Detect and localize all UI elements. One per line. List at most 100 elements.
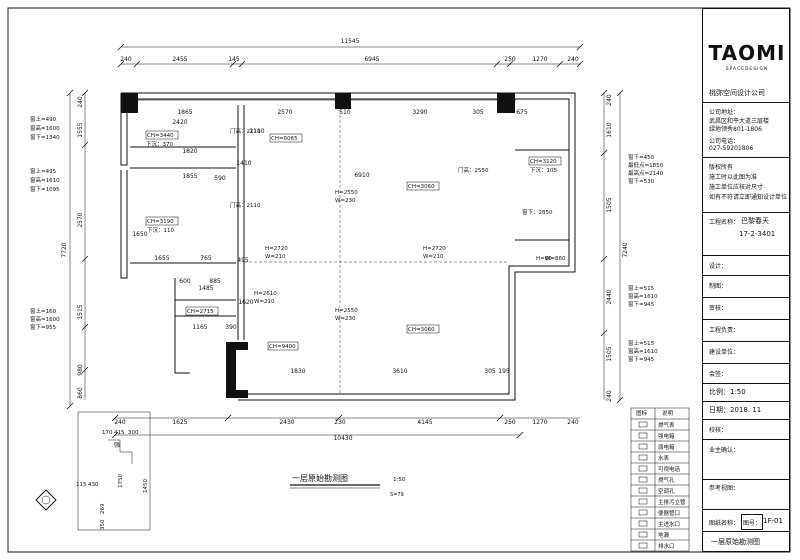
title-block: TAOMI SPACEDESIGN 桃弥空间设计公司 公司地址： 武昌区和平大道…	[702, 8, 790, 552]
dim-left-total: 7720	[61, 242, 68, 257]
dim-inner: 2570	[277, 109, 292, 116]
divider	[703, 212, 789, 213]
window-note: 窗下=945	[628, 355, 655, 363]
drawing-name: 一层原始勘测图	[711, 538, 760, 546]
window-note: 窗高=1610	[30, 176, 60, 184]
window-note: 窗下=530	[628, 177, 655, 185]
dim-inner: 600	[179, 278, 191, 285]
dim-bottom: 240	[114, 419, 126, 426]
legend-item-label: 主进水口	[658, 520, 680, 528]
divider	[703, 509, 789, 510]
opening-h: H=2720	[423, 246, 446, 252]
field-review: 审核：	[709, 305, 728, 312]
window-note: 窗上=490	[30, 115, 57, 123]
copyright-line: 如有不符请立即通知设计单位	[709, 194, 788, 201]
dim-inner: 1865	[177, 109, 192, 116]
grid-lines	[244, 105, 509, 394]
dim-inner: 1620	[238, 299, 253, 306]
divider	[703, 102, 789, 103]
stair-dim: 350	[100, 519, 106, 530]
legend-item-label: 便器管口	[658, 509, 680, 517]
legend-item-label: 燃气表	[658, 421, 675, 429]
drawing-number-label: 图号：	[743, 520, 762, 527]
field-date: 日期：2018. 11	[709, 406, 762, 414]
window-note: 窗高=1610	[628, 347, 658, 355]
walls	[120, 92, 576, 401]
divider	[703, 383, 789, 384]
dim-top: 2455	[172, 56, 187, 63]
legend-symbol-icon	[638, 454, 648, 461]
legend-item-label: 强电箱	[658, 432, 675, 440]
dim-left: 860	[77, 387, 84, 399]
stair-dim: 415	[114, 430, 125, 436]
legend-symbol-icon	[638, 498, 648, 505]
divider	[703, 363, 789, 364]
field-owner-unit: 建设单位：	[709, 349, 740, 356]
legend-item-label: 空调孔	[658, 487, 675, 495]
dim-bottom-total: 10430	[333, 435, 352, 442]
dim-inner: 2110	[249, 128, 264, 135]
drawing-number: 1F-01	[763, 517, 783, 525]
dim-inner: 2420	[172, 119, 187, 126]
dim-inner: 195	[498, 368, 510, 375]
room-ceiling-labels: CH=3440 下沉：370 CH=6065 CH=3190 下沉：110 CH…	[145, 130, 562, 351]
field-design: 设计：	[709, 263, 728, 270]
dim-bottom: 240	[567, 419, 579, 426]
legend-symbol-icon	[638, 421, 648, 428]
dim-top-total: 11545	[340, 38, 359, 45]
door-labels: 门高：2110 门高：2110 门高：2550 窗下：2850	[230, 127, 553, 216]
window-note: 窗高=1600	[30, 124, 60, 132]
room-label: CH=9400	[269, 344, 296, 350]
opening-w: W=210	[265, 254, 286, 260]
door-label: 门高：2550	[458, 166, 489, 174]
legend-item-label: 燃气孔	[658, 476, 675, 484]
legend-header: 说明	[662, 409, 674, 417]
room-label: CH=3190	[147, 219, 174, 225]
divider	[703, 319, 789, 320]
dim-top: 145	[228, 56, 240, 63]
room-sub: 下沉：370	[146, 140, 173, 148]
opening-h: H=60	[536, 256, 552, 262]
dim-right: 1610	[606, 122, 613, 137]
window-note: 窗上=160	[30, 307, 57, 315]
divider	[703, 531, 789, 532]
field-owner-confirm: 业主确认：	[709, 447, 740, 454]
drawing-number-box	[741, 514, 763, 530]
stair-dim: 170	[102, 430, 113, 436]
divider	[703, 401, 789, 402]
divider	[703, 297, 789, 298]
dim-left: 240	[77, 96, 84, 108]
dim-left: 2570	[77, 212, 84, 227]
stair-dim: 1750	[118, 474, 124, 488]
dim-inner: 305	[472, 109, 484, 116]
opening-w: W=210	[254, 299, 275, 305]
opening-h: H=2720	[265, 246, 288, 252]
dim-bottom: 4145	[417, 419, 432, 426]
dim-top: 240	[120, 56, 132, 63]
dim-bottom: 2430	[279, 419, 294, 426]
dim-right-total: 7240	[622, 242, 629, 257]
field-lead: 工程负责：	[709, 327, 740, 334]
legend-symbol-icon	[638, 520, 648, 527]
dimension-ticks	[66, 43, 624, 439]
window-note: 最低点=1850	[628, 161, 664, 169]
divider	[703, 419, 789, 420]
dim-inner: 390	[225, 324, 237, 331]
dim-inner: 6910	[354, 172, 369, 179]
dim-inner: 1830	[290, 368, 305, 375]
window-note: 窗下=450	[628, 153, 655, 161]
divider	[703, 439, 789, 440]
stair-dim: 430	[88, 482, 99, 488]
window-note: 窗上=515	[628, 339, 655, 347]
address-line: 武昌区和平大道三层楼	[709, 118, 770, 125]
structural-columns	[121, 93, 515, 398]
copyright-line: 施工单位应核对尺寸	[709, 184, 764, 191]
field-scale: 比例：1:50	[709, 388, 746, 396]
dim-inner: 885	[209, 278, 221, 285]
opening-w: W=860	[545, 256, 566, 262]
room-label: CH=3060	[408, 327, 435, 333]
dim-left: 980	[77, 364, 84, 376]
title-size: S=79	[390, 492, 404, 498]
room-label: CH=6065	[271, 136, 298, 142]
divider	[703, 341, 789, 342]
